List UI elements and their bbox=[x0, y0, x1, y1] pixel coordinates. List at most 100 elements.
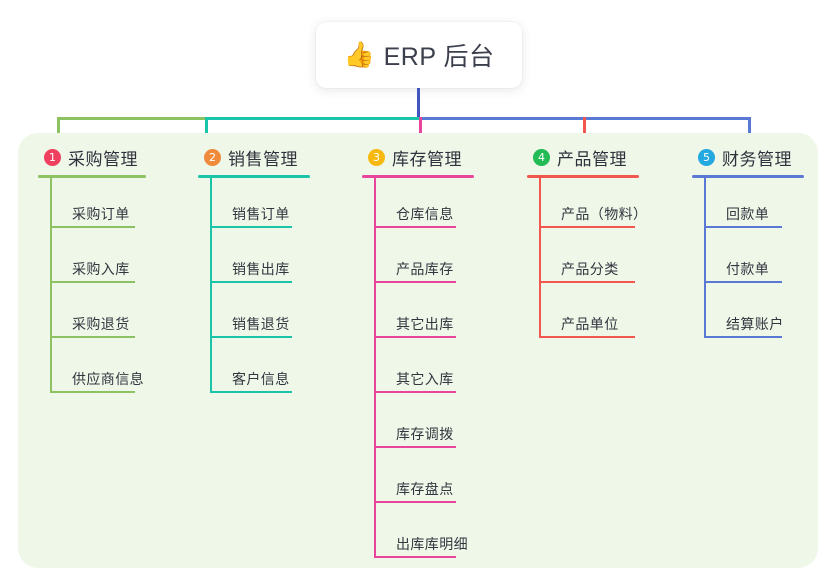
branch-item-label: 产品单位 bbox=[561, 316, 619, 332]
branch-item-label: 结算账户 bbox=[726, 316, 784, 332]
branch-item-label: 采购入库 bbox=[72, 261, 130, 277]
branch-item-rule bbox=[704, 336, 782, 338]
branch-spine bbox=[50, 178, 52, 393]
branch-underline bbox=[38, 175, 146, 178]
branch-item-label: 产品（物料） bbox=[561, 206, 648, 222]
branch-number-badge: 4 bbox=[533, 148, 550, 166]
branch-item-label: 产品分类 bbox=[561, 261, 619, 277]
branch-item-rule bbox=[50, 391, 135, 393]
connector-bar-segment-2 bbox=[205, 117, 420, 120]
branch-item-label: 销售订单 bbox=[232, 206, 290, 222]
branch-header-5[interactable]: 5 财务管理 bbox=[692, 145, 804, 169]
branch-header-3[interactable]: 3 库存管理 bbox=[362, 145, 474, 169]
branch-item-rule bbox=[210, 281, 292, 283]
root-node[interactable]: 👍 ERP 后台 bbox=[316, 22, 522, 88]
branch-title: 财务管理 bbox=[722, 149, 792, 169]
branch-item[interactable]: 供应商信息 bbox=[38, 343, 146, 398]
branch-spine bbox=[374, 178, 376, 558]
branch-item[interactable]: 客户信息 bbox=[198, 343, 310, 398]
branch-item[interactable]: 出库库明细 bbox=[362, 508, 474, 563]
branch-number-badge: 5 bbox=[698, 148, 715, 166]
branch-item-label: 库存盘点 bbox=[396, 481, 454, 497]
branch-item-label: 其它出库 bbox=[396, 316, 454, 332]
connector-bar-segment-1 bbox=[57, 117, 205, 120]
branch-item-rule bbox=[539, 281, 635, 283]
branch-items: 产品（物料） 产品分类产品单位 bbox=[527, 178, 647, 343]
branch-item-rule bbox=[210, 391, 292, 393]
branch-1[interactable]: 1 采购管理采购订单采购入库采购退货供应商信息 bbox=[38, 145, 146, 398]
branch-underline bbox=[527, 175, 639, 178]
branch-items: 回款单付款单结算账户 bbox=[692, 178, 804, 343]
branch-item-rule bbox=[210, 336, 292, 338]
branch-item-rule bbox=[374, 336, 456, 338]
branch-item-label: 采购订单 bbox=[72, 206, 130, 222]
branch-title: 产品管理 bbox=[557, 149, 627, 169]
branch-item[interactable]: 销售订单 bbox=[198, 178, 310, 233]
branch-item-rule bbox=[374, 446, 456, 448]
diagram-panel bbox=[18, 133, 818, 568]
thumbs-up-icon: 👍 bbox=[343, 40, 375, 69]
branch-item[interactable]: 其它入库 bbox=[362, 343, 474, 398]
branch-item-rule bbox=[374, 391, 456, 393]
branch-underline bbox=[692, 175, 804, 178]
branch-header-1[interactable]: 1 采购管理 bbox=[38, 145, 146, 169]
branch-item[interactable]: 销售退货 bbox=[198, 288, 310, 343]
branch-item[interactable]: 结算账户 bbox=[692, 288, 804, 343]
branch-spine bbox=[210, 178, 212, 393]
branch-item[interactable]: 采购退货 bbox=[38, 288, 146, 343]
branch-underline bbox=[198, 175, 310, 178]
branch-2[interactable]: 2 销售管理销售订单销售出库销售退货客户信息 bbox=[198, 145, 310, 398]
branch-item[interactable]: 付款单 bbox=[692, 233, 804, 288]
branch-item-label: 回款单 bbox=[726, 206, 770, 222]
branch-item[interactable]: 产品库存 bbox=[362, 233, 474, 288]
branch-item-rule bbox=[374, 281, 456, 283]
branch-item-rule bbox=[50, 226, 135, 228]
branch-header-2[interactable]: 2 销售管理 bbox=[198, 145, 310, 169]
branch-4[interactable]: 4 产品管理产品（物料） 产品分类产品单位 bbox=[527, 145, 647, 343]
branch-title: 采购管理 bbox=[68, 149, 138, 169]
branch-title: 销售管理 bbox=[228, 149, 298, 169]
branch-item-label: 其它入库 bbox=[396, 371, 454, 387]
branch-items: 采购订单采购入库采购退货供应商信息 bbox=[38, 178, 146, 398]
branch-item-label: 付款单 bbox=[726, 261, 770, 277]
branch-item-rule bbox=[210, 226, 292, 228]
branch-5[interactable]: 5 财务管理回款单付款单结算账户 bbox=[692, 145, 804, 343]
branch-item-label: 产品库存 bbox=[396, 261, 454, 277]
branch-item-label: 供应商信息 bbox=[72, 371, 144, 387]
branch-item-label: 客户信息 bbox=[232, 371, 290, 387]
branch-item-label: 销售出库 bbox=[232, 261, 290, 277]
branch-header-4[interactable]: 4 产品管理 bbox=[527, 145, 639, 169]
branch-item[interactable]: 产品单位 bbox=[527, 288, 639, 343]
branch-item[interactable]: 仓库信息 bbox=[362, 178, 474, 233]
root-title: ERP 后台 bbox=[383, 43, 495, 71]
branch-item[interactable]: 产品（物料） bbox=[527, 178, 647, 233]
branch-item-label: 采购退货 bbox=[72, 316, 130, 332]
branch-item[interactable]: 采购入库 bbox=[38, 233, 146, 288]
branch-item-rule bbox=[704, 281, 782, 283]
branch-title: 库存管理 bbox=[392, 149, 462, 169]
branch-items: 销售订单销售出库销售退货客户信息 bbox=[198, 178, 310, 398]
branch-item[interactable]: 产品分类 bbox=[527, 233, 639, 288]
branch-item-label: 出库库明细 bbox=[396, 536, 468, 552]
branch-item-label: 库存调拨 bbox=[396, 426, 454, 442]
branch-item-rule bbox=[539, 336, 635, 338]
branch-item-label: 销售退货 bbox=[232, 316, 290, 332]
branch-number-badge: 2 bbox=[204, 148, 221, 166]
branch-item[interactable]: 回款单 bbox=[692, 178, 804, 233]
branch-underline bbox=[362, 175, 474, 178]
branch-item[interactable]: 销售出库 bbox=[198, 233, 310, 288]
branch-number-badge: 1 bbox=[44, 148, 61, 166]
branch-item[interactable]: 采购订单 bbox=[38, 178, 146, 233]
branch-item-rule bbox=[374, 556, 456, 558]
branch-3[interactable]: 3 库存管理仓库信息产品库存其它出库其它入库库存调拨库存盘点出库库明细 bbox=[362, 145, 474, 563]
branch-item[interactable]: 库存盘点 bbox=[362, 453, 474, 508]
branch-item[interactable]: 其它出库 bbox=[362, 288, 474, 343]
branch-number-badge: 3 bbox=[368, 148, 385, 166]
branch-spine bbox=[539, 178, 541, 338]
branch-item-rule bbox=[50, 336, 135, 338]
connector-root-stem bbox=[417, 88, 420, 118]
branch-item[interactable]: 库存调拨 bbox=[362, 398, 474, 453]
branch-item-rule bbox=[374, 226, 456, 228]
branch-item-rule bbox=[704, 226, 782, 228]
branch-items: 仓库信息产品库存其它出库其它入库库存调拨库存盘点出库库明细 bbox=[362, 178, 474, 563]
